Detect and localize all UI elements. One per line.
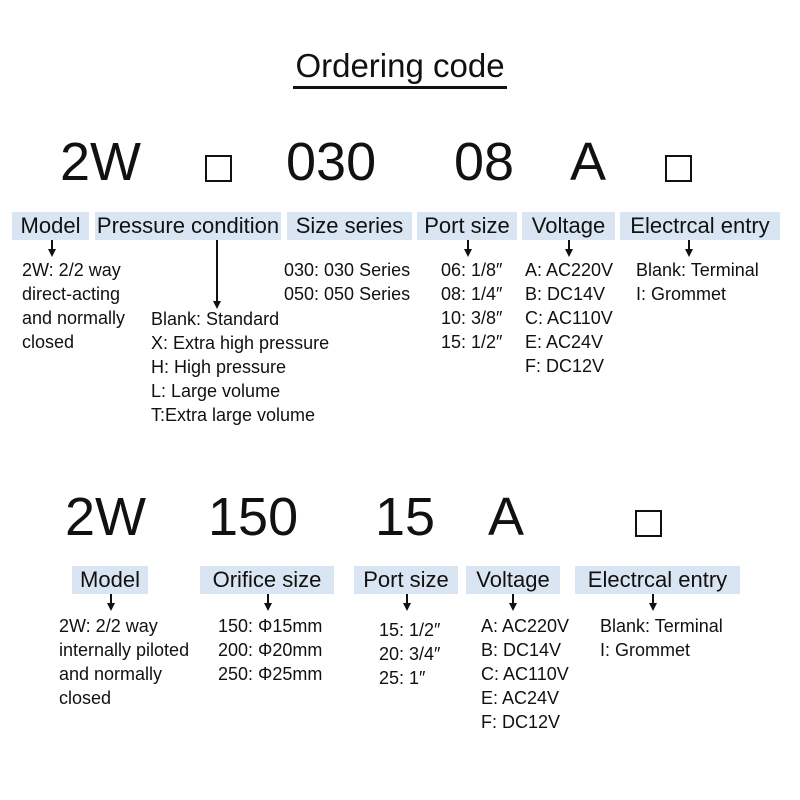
header-voltage: Voltage bbox=[466, 566, 560, 594]
arrow-line bbox=[652, 594, 654, 604]
arrow-line bbox=[406, 594, 408, 604]
entry-placeholder-box bbox=[665, 155, 692, 182]
entry-placeholder-box bbox=[635, 510, 662, 537]
arrow-line bbox=[467, 240, 469, 250]
arrow-down-icon bbox=[565, 249, 573, 257]
arrow-line bbox=[512, 594, 514, 604]
code-orifice-size: 150 bbox=[208, 487, 299, 547]
arrow-down-icon bbox=[649, 603, 657, 611]
page-title: Ordering code bbox=[0, 44, 800, 89]
port-size-options: 15: 1/2″ 20: 3/4″ 25: 1″ bbox=[379, 620, 441, 688]
arrow-down-icon bbox=[685, 249, 693, 257]
code-voltage: A bbox=[570, 132, 607, 192]
arrow-down-icon bbox=[213, 301, 221, 309]
size-series-options: 030: 030 Series 050: 050 Series bbox=[284, 260, 411, 304]
code-port-size: 15 bbox=[375, 487, 436, 547]
header-model: Model bbox=[72, 566, 148, 594]
model-description: 2W: 2/2 way direct-acting and normally c… bbox=[22, 260, 126, 352]
header-port-size: Port size bbox=[417, 212, 517, 240]
orifice-size-options: 150: Φ15mm 200: Φ20mm 250: Φ25mm bbox=[218, 616, 323, 684]
code-size-series: 030 bbox=[286, 132, 377, 192]
voltage-options: A: AC220V B: DC14V C: AC110V E: AC24V F:… bbox=[525, 260, 614, 376]
model-description: 2W: 2/2 way internally piloted and norma… bbox=[59, 616, 190, 708]
header-pressure-condition: Pressure condition bbox=[95, 212, 281, 240]
header-orifice-size: Orifice size bbox=[200, 566, 334, 594]
arrow-down-icon bbox=[509, 603, 517, 611]
arrow-down-icon bbox=[264, 603, 272, 611]
pressure-placeholder-box bbox=[205, 155, 232, 182]
header-voltage: Voltage bbox=[522, 212, 615, 240]
arrow-line bbox=[688, 240, 690, 250]
arrow-line bbox=[110, 594, 112, 604]
arrow-line bbox=[568, 240, 570, 250]
header-electrical-entry: Electrcal entry bbox=[620, 212, 780, 240]
arrow-down-icon bbox=[403, 603, 411, 611]
electrical-entry-options: Blank: Terminal I: Grommet bbox=[600, 616, 723, 660]
arrow-line bbox=[267, 594, 269, 604]
code-model: 2W bbox=[60, 132, 141, 192]
header-electrical-entry: Electrcal entry bbox=[575, 566, 740, 594]
arrow-down-icon bbox=[48, 249, 56, 257]
arrow-down-icon bbox=[107, 603, 115, 611]
header-size-series: Size series bbox=[287, 212, 412, 240]
arrow-line bbox=[51, 240, 53, 250]
code-model: 2W bbox=[65, 487, 146, 547]
arrow-down-icon bbox=[464, 249, 472, 257]
code-port-size: 08 bbox=[454, 132, 515, 192]
header-port-size: Port size bbox=[354, 566, 458, 594]
arrow-line bbox=[216, 240, 218, 302]
electrical-entry-options: Blank: Terminal I: Grommet bbox=[636, 260, 759, 304]
port-size-options: 06: 1/8″ 08: 1/4″ 10: 3/8″ 15: 1/2″ bbox=[441, 260, 503, 352]
voltage-options: A: AC220V B: DC14V C: AC110V E: AC24V F:… bbox=[481, 616, 570, 732]
header-model: Model bbox=[12, 212, 89, 240]
code-voltage: A bbox=[488, 487, 525, 547]
pressure-condition-options: Blank: Standard X: Extra high pressure H… bbox=[151, 309, 330, 425]
